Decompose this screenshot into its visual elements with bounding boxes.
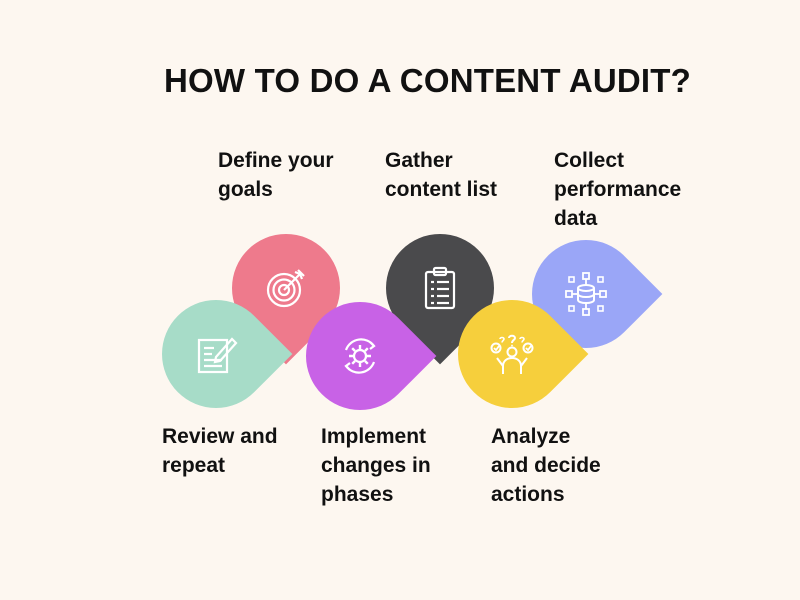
- step-shape-analyze-decide: [435, 277, 589, 431]
- step-label-review-repeat: Review and repeat: [162, 425, 278, 477]
- clipboard-list-icon: [424, 266, 456, 310]
- step-label-implement-changes: Implement changes in phases: [321, 425, 431, 506]
- step-shape-review-repeat: [139, 277, 293, 431]
- person-thinking-icon: [490, 334, 534, 374]
- gear-cycle-icon: [344, 338, 376, 374]
- step-shape-gather-content: [363, 211, 517, 365]
- step-shape-collect-data: [509, 217, 663, 371]
- step-shape-implement-changes: [283, 279, 437, 433]
- step-label-define-goals: Define your goals: [218, 149, 334, 201]
- step-shape-define-goals: [209, 211, 363, 365]
- edit-document-icon: [197, 337, 238, 374]
- step-label-analyze-decide: Analyze and decide actions: [491, 425, 601, 506]
- step-label-collect-data: Collect performance data: [554, 149, 682, 230]
- target-icon: [266, 269, 305, 308]
- step-label-gather-content: Gather content list: [385, 149, 498, 201]
- page-title: HOW TO DO A CONTENT AUDIT?: [163, 62, 692, 99]
- database-network-icon: [565, 272, 607, 316]
